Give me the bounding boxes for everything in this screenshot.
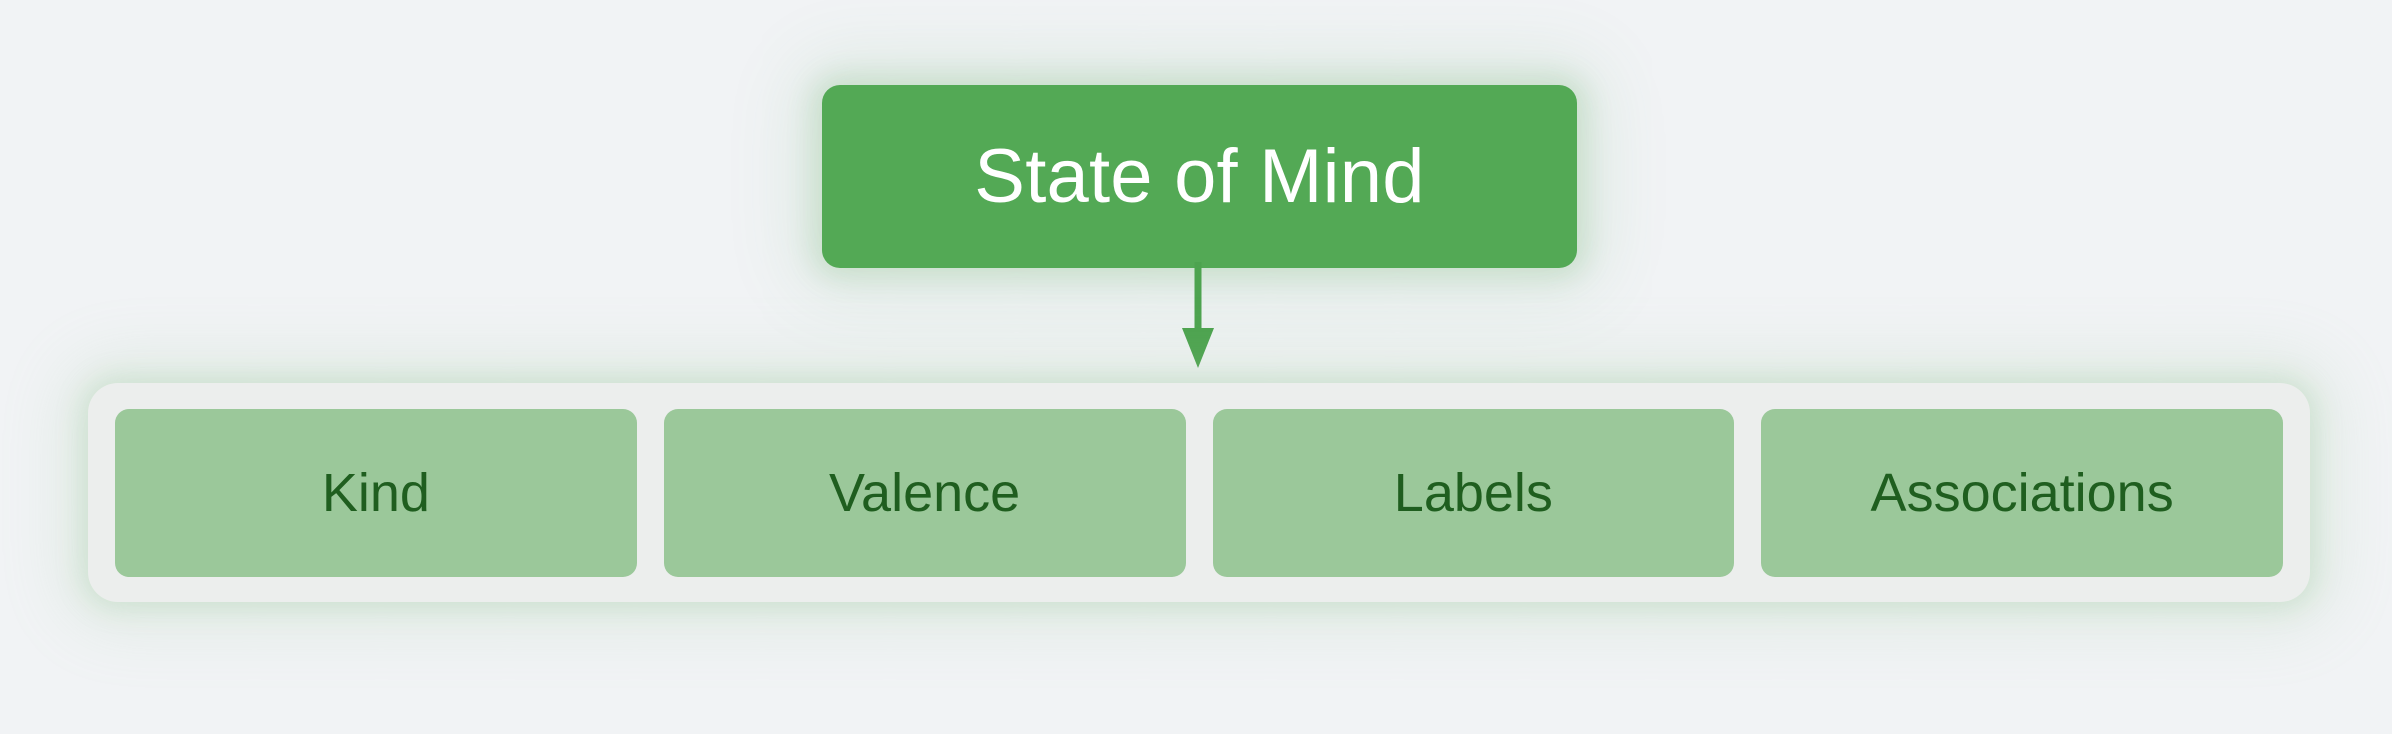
- root-node-state-of-mind[interactable]: State of Mind: [822, 85, 1577, 268]
- children-group: Kind Valence Labels Associations: [88, 383, 2310, 602]
- arrow-down-icon: [1182, 262, 1214, 368]
- child-node-associations[interactable]: Associations: [1761, 408, 2283, 577]
- connector-arrow: [1180, 262, 1216, 372]
- root-node-label: State of Mind: [974, 133, 1425, 219]
- child-node-label: Kind: [321, 462, 430, 523]
- child-node-valence[interactable]: Valence: [663, 408, 1186, 577]
- child-node-label: Valence: [829, 462, 1021, 523]
- child-node-label: Labels: [1393, 462, 1553, 523]
- child-node-kind[interactable]: Kind: [115, 408, 637, 577]
- child-node-label: Associations: [1870, 462, 2174, 523]
- child-node-labels[interactable]: Labels: [1212, 408, 1735, 577]
